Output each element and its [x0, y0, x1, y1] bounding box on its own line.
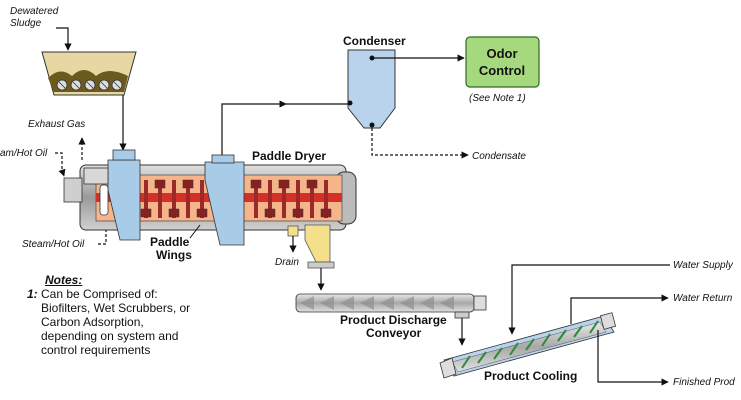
- dewatered-sludge-label-2: Sludge: [10, 18, 42, 29]
- steam-hot-oil-bottom-label: Steam/Hot Oil: [22, 239, 85, 250]
- notes-heading: Notes:: [45, 273, 83, 287]
- finished-product-line: [597, 330, 669, 386]
- water-supply-line: [508, 264, 670, 335]
- discharge-conveyor-label-2: Conveyor: [366, 326, 422, 340]
- dewatered-sludge-label-1: Dewatered: [10, 6, 59, 17]
- note-text: Can be Comprised of: Biofilters, Wet Scr…: [41, 287, 287, 357]
- note-line: control requirements: [41, 343, 151, 357]
- steam-hot-oil-in-arrow: [55, 152, 66, 177]
- condensate-label: Condensate: [472, 151, 526, 162]
- water-supply-label: Water Supply: [673, 260, 734, 271]
- steam-hot-oil-top-label: am/Hot Oil: [0, 148, 48, 159]
- vapor-line-arrow-1: [221, 100, 287, 155]
- note-line: depending on system and: [41, 329, 179, 343]
- product-cooling-label: Product Cooling: [484, 369, 577, 383]
- note-line: Carbon Adsorption,: [41, 315, 144, 329]
- paddle-wings-leader: [189, 224, 201, 239]
- odor-control-box: [465, 36, 540, 88]
- note-line: Biofilters, Wet Scrubbers, or: [41, 301, 191, 315]
- sludge-hopper: [41, 51, 137, 96]
- paddle-dryer: [63, 149, 357, 269]
- note-number: 1:: [27, 287, 38, 301]
- paddle-dryer-label: Paddle Dryer: [252, 149, 326, 163]
- odor-control-label-1: Odor: [486, 46, 517, 61]
- condenser-label: Condenser: [343, 34, 406, 48]
- paddle-wings-label-1: Paddle: [150, 235, 190, 249]
- paddle-wings-label-2: Wings: [156, 248, 192, 262]
- exhaust-gas-label: Exhaust Gas: [28, 119, 85, 130]
- note-line: Can be Comprised of:: [41, 287, 158, 301]
- water-return-line: [570, 294, 669, 324]
- condensate-arrow: [371, 128, 469, 159]
- notes-block: Notes: 1: Can be Comprised of: Biofilter…: [27, 273, 287, 357]
- odor-control-label-2: Control: [479, 63, 525, 78]
- see-note-label: (See Note 1): [469, 93, 526, 104]
- water-return-label: Water Return: [673, 293, 733, 304]
- discharge-conveyor-label-1: Product Discharge: [340, 313, 447, 327]
- sludge-inlet-arrow: [56, 27, 72, 51]
- condenser-vessel: [347, 49, 396, 129]
- drain-label: Drain: [275, 257, 299, 268]
- product-cooling-screw: [439, 312, 617, 379]
- discharge-conveyor: [295, 293, 487, 319]
- finished-product-label: Finished Prod: [673, 377, 735, 388]
